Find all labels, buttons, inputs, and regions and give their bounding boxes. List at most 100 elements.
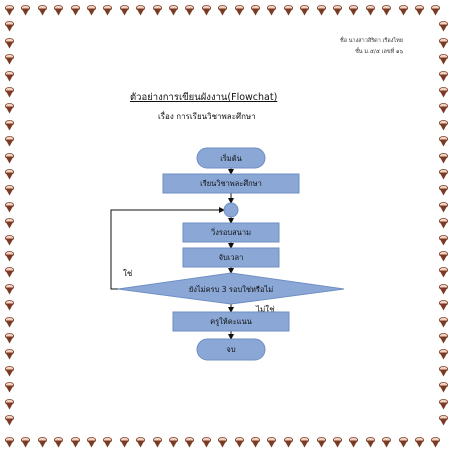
decision-diamond [117,272,345,305]
cone-ornament-icon [5,365,14,377]
cone-ornament-icon [152,437,162,448]
cone-ornament-icon [439,136,448,147]
cone-ornament-icon [70,5,80,16]
cone-ornament-icon [5,349,14,360]
cone-ornament-icon [439,37,448,49]
process-run [182,222,280,243]
cone-ornament-icon [218,5,228,16]
cone-ornament-icon [5,5,14,16]
cone-ornament-icon [439,54,448,65]
cone-ornament-icon [70,437,80,448]
cone-ornament-icon [439,267,448,278]
decision-label: ยังไม่ครบ 3 รอบใช่หรือไม่ [189,285,273,294]
cone-ornament-icon [349,5,359,16]
yes-label: ใช่ [123,269,133,278]
page-subtitle: เรื่อง การเรียนวิชาพละศึกษา [158,112,256,121]
cone-ornament-icon [415,437,424,448]
cone-ornament-icon [365,437,375,448]
cone-ornament-icon [5,70,14,82]
cone-ornament-icon [234,437,244,448]
cone-ornament-icon [201,437,211,448]
cone-ornament-icon [439,415,448,426]
cone-ornament-icon [316,437,326,448]
cone-ornament-icon [5,437,14,448]
no-label: ไม่ใช่ [255,305,275,314]
cone-ornament-icon [5,267,14,278]
cone-ornament-icon [5,37,14,49]
cone-ornament-icon [119,437,129,448]
cone-ornament-icon [5,169,14,180]
start-label: เริ่มต้น [220,153,242,163]
cone-ornament-icon [439,234,448,246]
end-terminator [196,338,266,361]
cone-ornament-icon [5,103,14,114]
cone-ornament-icon [439,218,448,229]
cone-ornament-icon [333,5,342,16]
process-study-label: เรียนวิชาพละศึกษา [200,179,262,188]
cone-ornament-icon [5,21,14,32]
cone-ornament-icon [5,136,14,147]
cone-ornament-icon [21,437,31,448]
cone-ornament-icon [5,218,14,229]
cone-ornament-icon [152,5,162,16]
cone-ornament-icon [21,5,31,16]
cone-ornament-icon [439,333,448,344]
cone-ornament-icon [234,5,244,16]
cone-ornament-icon [5,87,14,98]
process-timing-label: จับเวลา [219,253,244,262]
cone-ornament-icon [37,437,47,448]
cone-ornament-icon [382,437,392,448]
cone-ornament-icon [439,300,448,311]
page-title: ตัวอย่างการเขียนผังงาน(Flowchat) [130,92,278,103]
cone-ornament-icon [54,437,64,448]
cone-ornament-icon [333,437,342,448]
cone-ornament-icon [439,185,448,196]
cone-ornament-icon [119,5,129,16]
cone-ornament-icon [439,103,448,114]
cone-ornament-icon [103,437,113,448]
student-name: ชื่อ นางสาวสิริดา เรืองไทย [339,38,403,44]
cone-ornament-icon [201,5,211,16]
cone-ornament-icon [169,5,178,16]
cone-ornament-icon [439,152,448,164]
cone-ornament-icon [5,398,14,410]
cone-ornament-icon [5,333,14,344]
cone-ornament-icon [431,437,441,448]
cone-ornament-icon [5,185,14,196]
cone-ornament-icon [136,5,146,16]
student-class: ชั้น ม.๕/๕ เลขที่ ๑๖ [355,49,403,55]
cone-ornament-icon [439,201,448,213]
cone-ornament-icon [382,5,392,16]
cone-ornament-icon [365,5,375,16]
cone-ornament-icon [283,437,293,448]
cone-ornament-icon [415,5,424,16]
cone-ornament-icon [5,54,14,65]
cone-ornament-icon [5,283,14,295]
cone-ornament-icon [398,437,408,448]
cone-ornament-icon [185,437,195,448]
cone-ornament-icon [5,316,14,328]
cone-ornament-icon [251,5,260,16]
process-grade-label: ครูให้คะแนน [210,317,252,326]
cone-ornament-icon [5,415,14,426]
process-run-label: วิ่งรอบสนาม [210,227,251,237]
cone-ornament-icon [5,382,14,393]
process-timing [182,247,280,268]
cone-ornament-icon [103,5,113,16]
cone-ornament-icon [87,5,96,16]
cone-ornament-icon [267,437,277,448]
cone-ornament-icon [5,300,14,311]
cone-ornament-icon [316,5,326,16]
cone-ornament-icon [439,169,448,180]
cone-ornament-icon [5,251,14,262]
cone-ornament-icon [439,251,448,262]
cone-ornament-icon [439,70,448,82]
cone-ornament-icon [349,437,359,448]
cone-ornament-icon [300,5,310,16]
cone-ornament-icon [398,5,408,16]
cone-ornament-icon [87,437,96,448]
end-label: จบ [226,345,235,354]
cone-ornament-icon [439,87,448,98]
cone-ornament-icon [37,5,47,16]
cone-ornament-icon [439,382,448,393]
